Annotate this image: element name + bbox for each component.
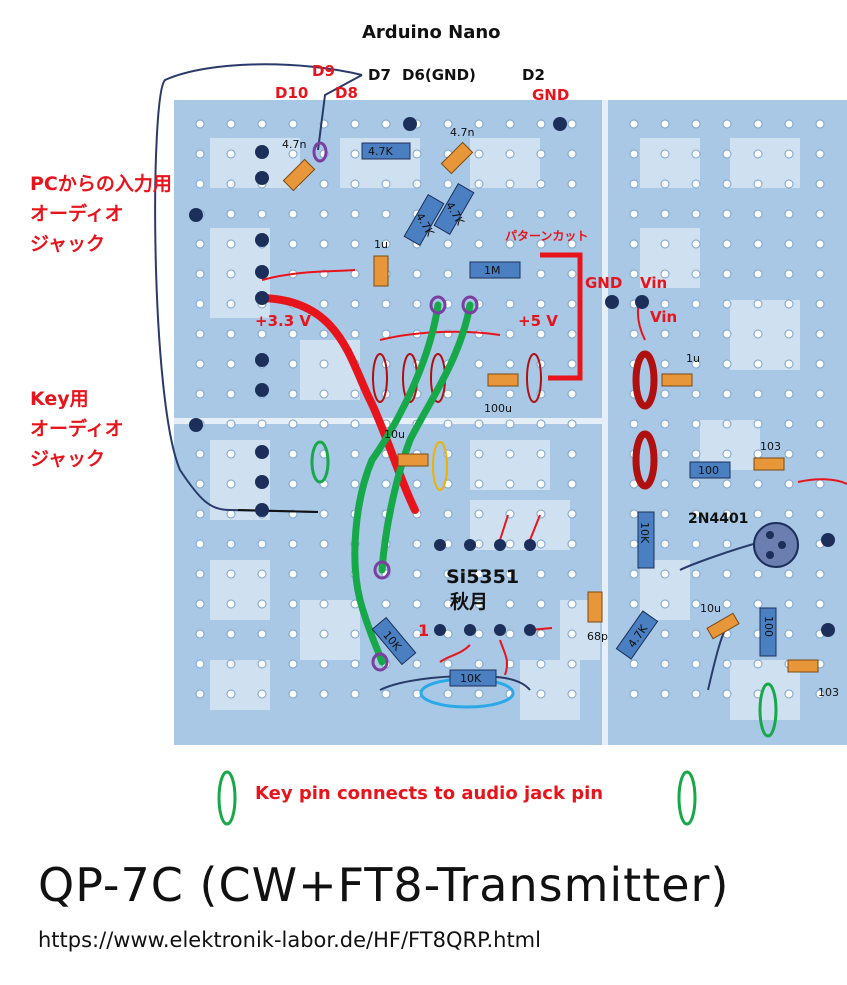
key-jack-label-3: ジャック	[30, 448, 105, 470]
si5351-label: Si5351	[446, 566, 519, 588]
black-wire	[237, 509, 319, 513]
d10-label: D10	[275, 84, 308, 102]
resistor-10k-v	[637, 511, 655, 569]
c-103-top-label: 103	[760, 440, 781, 453]
wire-8	[797, 478, 847, 485]
r-100-v-label: 100	[762, 616, 775, 637]
d6-label: D6(GND)	[402, 66, 476, 84]
key-marker-right	[758, 682, 778, 738]
c-10u-label: 10u	[384, 428, 405, 441]
board-gap-v	[602, 100, 608, 745]
board-pads	[210, 138, 800, 720]
c-1u-label: 1u	[374, 238, 388, 251]
resistors	[361, 142, 777, 687]
r-10k-v-label: 10K	[638, 522, 651, 544]
pattern-cut-wire	[540, 252, 583, 381]
wire-6	[499, 639, 509, 676]
v33-label: +3.3 V	[255, 312, 311, 330]
resistor-100-v	[759, 607, 777, 657]
cap-103-bot	[787, 659, 819, 673]
transistor-pin-3	[766, 551, 774, 559]
wire-4	[529, 514, 541, 541]
cap-10u-right	[706, 612, 740, 640]
transistor-body	[753, 522, 799, 568]
cap-1u-right	[661, 373, 693, 387]
cap-1u	[373, 255, 389, 287]
d9-label: D9	[312, 62, 335, 80]
resistor-47k-diag	[615, 610, 659, 660]
transistor-pin-2	[778, 541, 786, 549]
capacitors	[282, 141, 819, 673]
purple-4	[371, 652, 389, 672]
wire-loops	[372, 350, 658, 490]
resistor-47k-d2	[433, 183, 475, 235]
pin1-label: 1	[418, 621, 429, 640]
source-url: https://www.elektronik-labor.de/HF/FT8QR…	[38, 928, 541, 952]
cap-10u	[397, 453, 429, 467]
resistor-10k-bot	[449, 669, 497, 687]
transistor-pin-1	[766, 531, 774, 539]
page-title: QP-7C (CW+FT8-Transmitter)	[38, 858, 730, 912]
cap-103-top	[753, 457, 785, 471]
cap-47n-right	[440, 141, 474, 175]
note-marker-left	[217, 770, 237, 826]
v5-label: +5 V	[518, 312, 558, 330]
pattern-cut-label: パターンカット	[505, 229, 588, 243]
wire-3	[499, 514, 509, 541]
c-1u-right-label: 1u	[686, 352, 700, 365]
cap-68p	[587, 591, 603, 623]
d2-label: D2	[522, 66, 545, 84]
purple-d8	[312, 141, 328, 163]
resistor-47k-top	[361, 142, 411, 160]
cap-47n-left	[282, 158, 316, 192]
purple-2	[461, 295, 479, 315]
key-jack-label-2: オーディオ	[30, 417, 124, 440]
gnd-top-label: GND	[532, 86, 569, 104]
vin-label-2: Vin	[650, 308, 677, 326]
resistor-100	[689, 461, 731, 479]
c-47n-right-label: 4.7n	[450, 126, 474, 139]
connector-pads	[189, 117, 835, 637]
si5351-pins	[434, 539, 536, 636]
arduino-wire	[154, 63, 363, 513]
c-100u-label: 100u	[484, 402, 512, 415]
c-10u-r-label: 10u	[700, 602, 721, 615]
c-47n-left-label: 4.7n	[282, 138, 306, 151]
c-68p-label: 68p	[587, 630, 608, 643]
purple-1	[429, 295, 447, 315]
resistor-47k-d1	[403, 194, 445, 246]
hole-grid	[195, 119, 825, 699]
yellow-marker	[432, 441, 448, 491]
c-103-bot-label: 103	[818, 686, 839, 699]
pc-jack-label-2: オーディオ	[30, 202, 124, 225]
akizuki-label: 秋月	[450, 590, 488, 613]
r-1m-label: 1M	[484, 264, 501, 277]
d8-label: D8	[335, 84, 358, 102]
resistor-10k-diag	[371, 616, 417, 666]
key-note: Key pin connects to audio jack pin	[255, 783, 604, 804]
arduino-label: Arduino Nano	[362, 22, 501, 43]
purple-3	[373, 560, 391, 580]
green-wire-2	[378, 301, 474, 574]
wire-2	[379, 330, 501, 341]
note-marker-right	[677, 770, 697, 826]
wire-5	[439, 644, 471, 663]
gnd-right-label: GND	[585, 274, 622, 292]
wire-1	[261, 269, 356, 281]
vin-label-1: Vin	[640, 274, 667, 292]
key-marker-left	[310, 440, 330, 484]
transistor-label: 2N4401	[688, 511, 748, 527]
green-wire-1	[351, 301, 442, 666]
cap-100u	[487, 373, 519, 387]
resistor-1m	[469, 261, 521, 279]
pc-jack-label-1: PCからの入力用	[30, 172, 172, 195]
d7-label: D7	[368, 66, 391, 84]
key-jack-label-1: Key用	[30, 388, 89, 410]
r-10k-bot-label: 10K	[460, 672, 482, 685]
r-100-label: 100	[698, 464, 719, 477]
d8-wire	[317, 74, 363, 151]
pc-jack-label-3: ジャック	[30, 233, 105, 255]
r-47k-top-label: 4.7K	[368, 145, 393, 158]
